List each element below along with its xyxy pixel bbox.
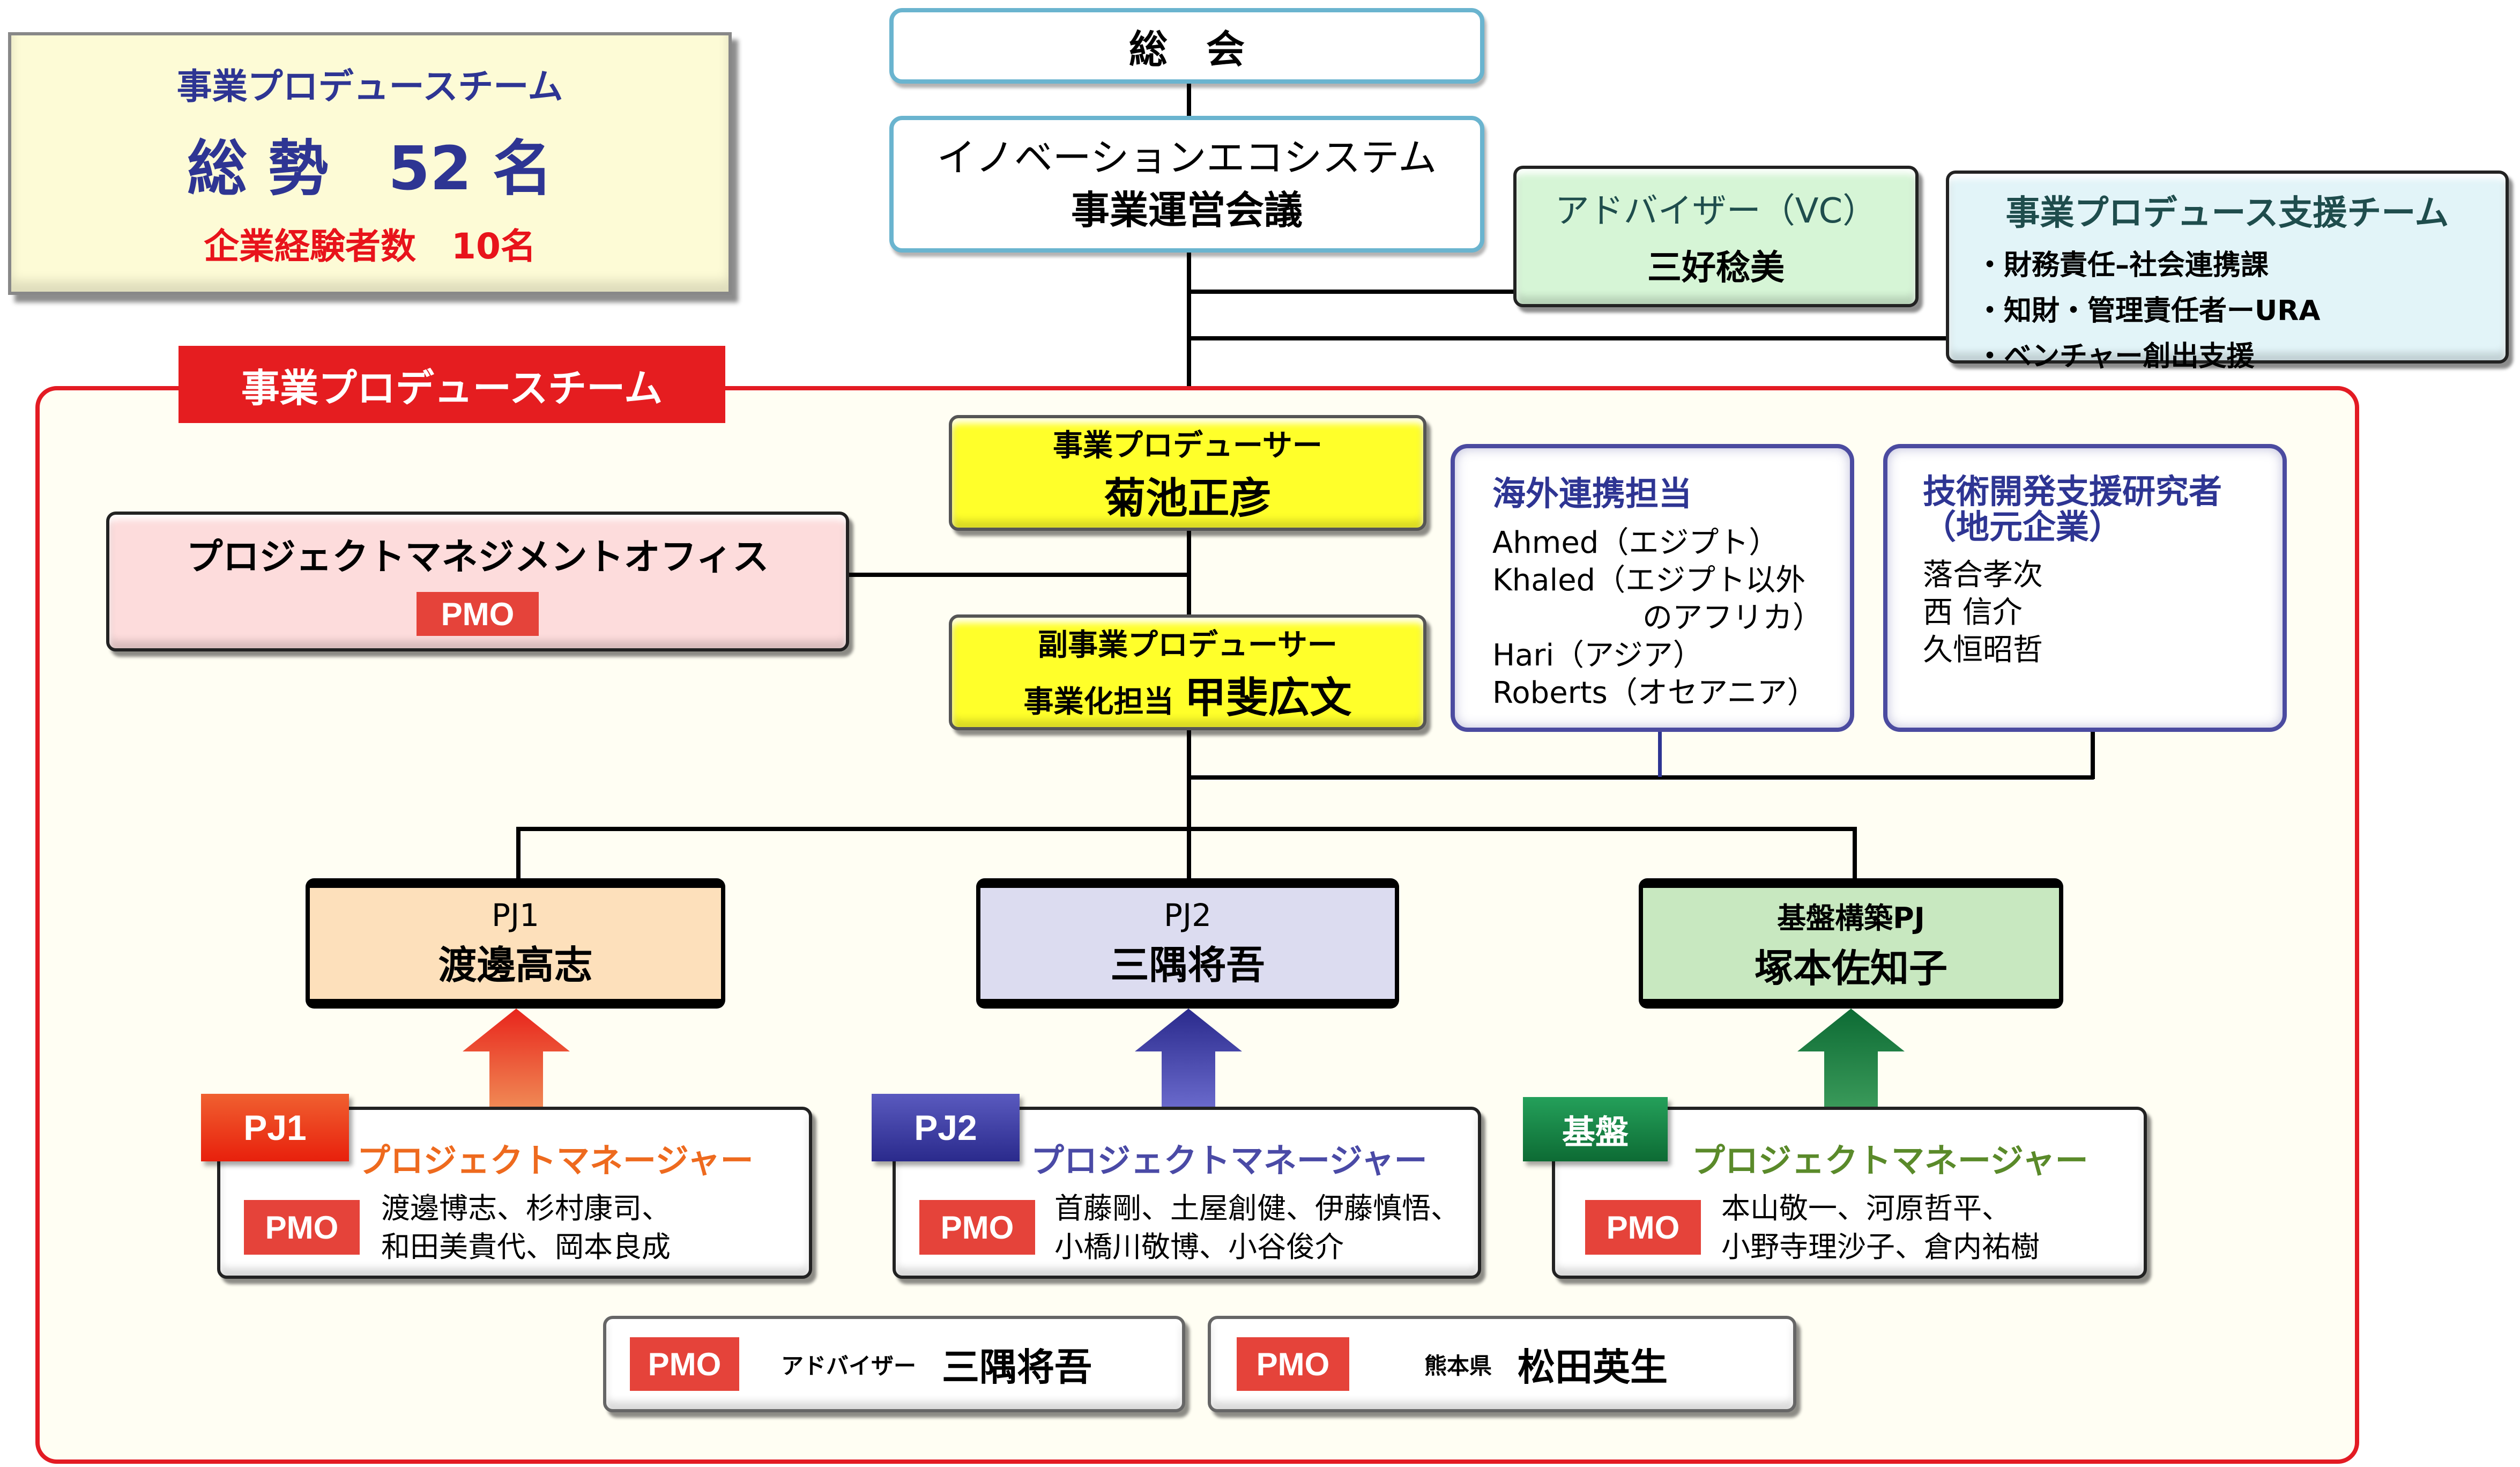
- overseas-title: 海外連携担当: [1492, 474, 1692, 513]
- manager-members-line: 小野寺理沙子、倉内祐樹: [1721, 1230, 2040, 1264]
- advisor-vc-title: アドバイザー（VC）: [1555, 191, 1877, 231]
- manager-members-line: 本山敬一、河原哲平、: [1721, 1191, 2011, 1225]
- manager-members-line: 渡邊博志、杉村康司、: [381, 1191, 671, 1225]
- tech-support-box: 技術開発支援研究者 （地元企業） 落合孝次 西 信介 久恒昭哲: [1883, 444, 2287, 732]
- manager-members-line: 和田美貴代、岡本良成: [381, 1230, 671, 1264]
- pmo-office-box: プロジェクトマネジメントオフィス PMO: [106, 512, 849, 651]
- connector: [849, 573, 1189, 577]
- pmo-badge: PMO: [1585, 1200, 1701, 1255]
- project-leader: 塚本佐知子: [1754, 945, 1947, 991]
- general-meeting-box: 総 会: [889, 8, 1484, 84]
- vice-producer-box: 副事業プロデューサー 事業化担当 甲斐広文: [949, 614, 1426, 730]
- connector: [1187, 827, 1191, 878]
- producer-team-label: 事業プロデュースチーム: [179, 346, 725, 423]
- manager-tag-pj1: PJ1: [201, 1094, 349, 1161]
- support-team-item: ・財務責任–社会連携課: [1976, 249, 2269, 281]
- vice-producer-name: 甲斐広文: [1184, 673, 1352, 722]
- producer-role: 事業プロデューサー: [1053, 428, 1322, 463]
- connector: [1187, 531, 1191, 614]
- steering-meeting-box: イノベーションエコシステム 事業運営会議: [889, 116, 1484, 253]
- bottom-kumamoto-box: PMO 熊本県 松田英生: [1208, 1316, 1796, 1412]
- pmo-office-title: プロジェクトマネジメントオフィス: [186, 536, 769, 579]
- overseas-box: 海外連携担当 Ahmed（エジプト） Khaled（エジプト以外 のアフリカ） …: [1451, 444, 1854, 732]
- tech-support-member: 西 信介: [1923, 595, 2023, 630]
- pmo-badge: PMO: [244, 1200, 360, 1255]
- manager-title: プロジェクトマネージャー: [1031, 1141, 1428, 1180]
- connector: [516, 827, 521, 878]
- bottom-role: アドバイザー: [781, 1352, 917, 1379]
- connector: [1187, 84, 1191, 116]
- manager-title: プロジェクトマネージャー: [357, 1141, 754, 1180]
- support-team-item: ・ベンチャー創出支援: [1976, 340, 2255, 373]
- project-label: PJ1: [492, 897, 539, 933]
- summary-total: 総 勢 52 名: [187, 134, 553, 204]
- bottom-advisor-box: PMO アドバイザー 三隅将吾: [603, 1316, 1185, 1412]
- steering-line2: 事業運営会議: [1071, 187, 1303, 233]
- summary-experience: 企業経験者数 10名: [204, 226, 536, 267]
- pmo-badge: PMO: [1237, 1337, 1349, 1391]
- bottom-name: 三隅将吾: [942, 1345, 1092, 1389]
- tech-support-subtitle: （地元企業）: [1923, 507, 2123, 546]
- overseas-member: Roberts（オセアニア）: [1492, 676, 1817, 710]
- connector: [1187, 730, 1191, 830]
- overseas-member: Hari（アジア）: [1492, 638, 1703, 673]
- vice-producer-role: 副事業プロデューサー: [1038, 627, 1337, 663]
- producer-box: 事業プロデューサー 菊池正彦: [949, 415, 1426, 531]
- project-box-pj1: PJ1 渡邊高志: [306, 878, 725, 1009]
- support-team-item: ・知財・管理責任者ーURA: [1976, 295, 2321, 327]
- arrow-up-icon: [463, 1009, 570, 1108]
- manager-tag-infra: 基盤: [1523, 1097, 1668, 1161]
- project-label: PJ2: [1164, 897, 1211, 933]
- project-box-pj2: PJ2 三隅将吾: [976, 878, 1399, 1009]
- project-leader: 渡邊高志: [438, 943, 593, 988]
- producer-name: 菊池正彦: [1104, 474, 1272, 523]
- manager-members: 渡邊博志、杉村康司、 和田美貴代、岡本良成: [381, 1189, 671, 1266]
- manager-title: プロジェクトマネージャー: [1692, 1141, 2088, 1180]
- connector: [1187, 253, 1191, 415]
- tech-support-member: 落合孝次: [1923, 558, 2043, 592]
- bottom-name: 松田英生: [1518, 1345, 1668, 1389]
- connector: [1187, 290, 1513, 294]
- summary-box: 事業プロデュースチーム 総 勢 52 名 企業経験者数 10名: [8, 32, 732, 295]
- summary-team: 事業プロデュースチーム: [176, 66, 563, 107]
- manager-members-line: 小橋川敬博、小谷俊介: [1054, 1230, 1344, 1264]
- project-leader: 三隅将吾: [1110, 943, 1265, 988]
- connector: [1853, 827, 1857, 878]
- vice-producer-line: 事業化担当 甲斐広文: [1023, 664, 1351, 724]
- manager-members: 首藤剛、土屋創健、伊藤慎悟、 小橋川敬博、小谷俊介: [1054, 1189, 1460, 1266]
- bottom-role: 熊本県: [1424, 1352, 1492, 1379]
- vice-producer-sub: 事業化担当: [1023, 684, 1174, 720]
- project-box-infra: 基盤構築PJ 塚本佐知子: [1639, 878, 2063, 1009]
- arrow-up-icon: [1135, 1009, 1242, 1108]
- manager-tag-pj2: PJ2: [872, 1094, 1020, 1161]
- pmo-badge: PMO: [919, 1200, 1035, 1255]
- connector: [516, 827, 1856, 831]
- overseas-member: Ahmed（エジプト）: [1492, 525, 1779, 560]
- manager-members-line: 首藤剛、土屋創健、伊藤慎悟、: [1054, 1191, 1460, 1225]
- support-team-box: 事業プロデュース支援チーム ・財務責任–社会連携課 ・知財・管理責任者ーURA …: [1946, 171, 2509, 373]
- project-label: 基盤構築PJ: [1777, 901, 1925, 935]
- connector: [2091, 732, 2095, 779]
- connector: [1658, 732, 1662, 777]
- tech-support-member: 久恒昭哲: [1923, 633, 2043, 668]
- manager-members: 本山敬一、河原哲平、 小野寺理沙子、倉内祐樹: [1721, 1189, 2040, 1266]
- connector: [1187, 775, 2094, 780]
- overseas-member: Khaled（エジプト以外: [1492, 563, 1806, 598]
- pmo-badge: PMO: [630, 1337, 739, 1391]
- manager-box-infra: プロジェクトマネージャー PMO 本山敬一、河原哲平、 小野寺理沙子、倉内祐樹: [1552, 1107, 2147, 1279]
- support-team-title: 事業プロデュース支援チーム: [2005, 194, 2449, 233]
- tech-support-title: 技術開発支援研究者: [1923, 472, 2222, 511]
- overseas-member: のアフリカ）: [1642, 601, 1823, 635]
- arrow-up-icon: [1797, 1009, 1905, 1108]
- advisor-vc-box: アドバイザー（VC） 三好稔美: [1513, 166, 1919, 307]
- advisor-vc-name: 三好稔美: [1647, 248, 1785, 288]
- pmo-badge: PMO: [417, 592, 539, 636]
- producer-team-label-text: 事業プロデュースチーム: [241, 365, 663, 411]
- connector: [1187, 336, 1946, 340]
- steering-line1: イノベーションエコシステム: [936, 135, 1437, 181]
- general-meeting-label: 総 会: [1128, 27, 1245, 72]
